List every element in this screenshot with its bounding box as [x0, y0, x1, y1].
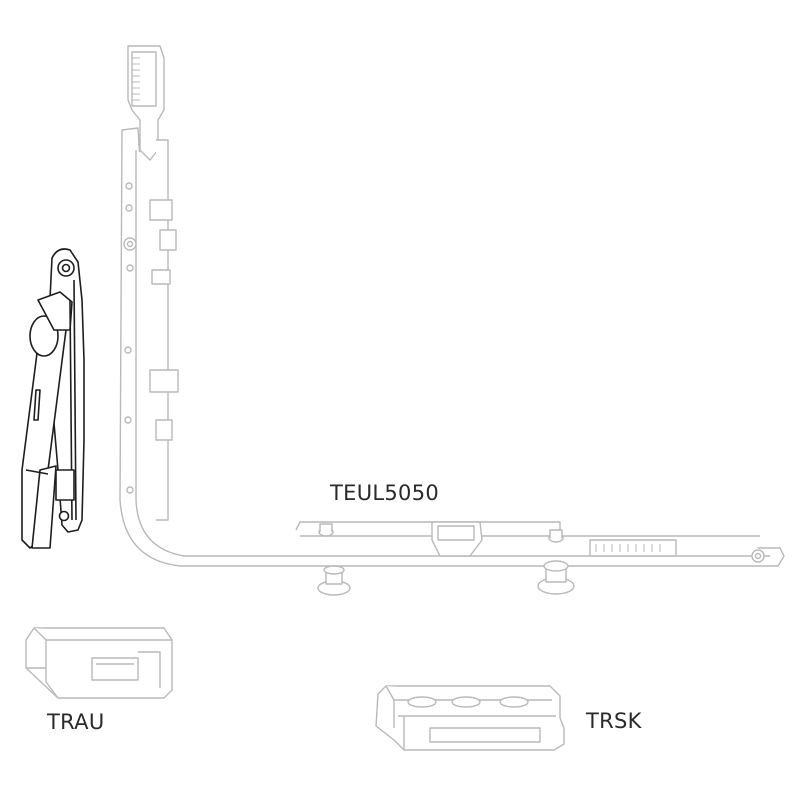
- trsk-part: [375, 685, 565, 751]
- label-teul5050: TEUL5050: [330, 481, 440, 505]
- mushroom-pin-right: [537, 560, 575, 595]
- label-trsk: TRSK: [586, 709, 642, 733]
- lower-rack-teeth: [595, 544, 661, 552]
- upper-rack-teeth: [132, 57, 140, 101]
- scissor-arm-part: [21, 248, 85, 549]
- label-trau: TRAU: [47, 710, 105, 734]
- teul-corner-drive: [119, 45, 785, 596]
- mushroom-pin-left: [317, 565, 351, 596]
- trau-part: [25, 627, 173, 699]
